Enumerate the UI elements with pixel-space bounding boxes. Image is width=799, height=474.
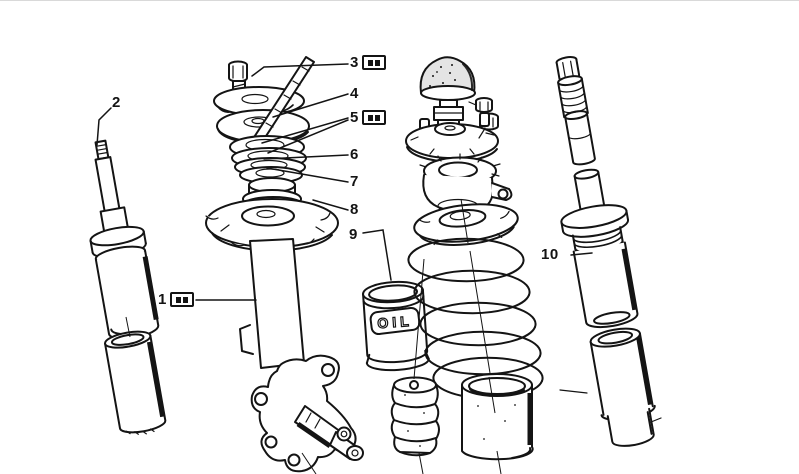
axis-centerlines — [125, 198, 502, 474]
callout-number: 7 — [350, 173, 359, 190]
callout-number: 8 — [350, 201, 359, 218]
spacer-sleeve — [461, 373, 534, 461]
protective-tube-left — [104, 330, 167, 435]
callout-3[interactable]: 3 — [350, 55, 386, 70]
dome-cap — [419, 56, 476, 101]
spring-seat-right — [413, 203, 519, 246]
shock-cartridge-left — [89, 139, 160, 340]
coil-spring — [407, 237, 544, 400]
shock-absorber-right — [555, 56, 639, 329]
oil-can: OIL — [362, 280, 430, 372]
callout-2[interactable]: 2 — [112, 95, 121, 110]
callout-6[interactable]: 6 — [350, 147, 359, 162]
callout-8[interactable]: 8 — [350, 202, 359, 217]
callout-number: 1 — [158, 291, 167, 308]
part-flag-icon — [169, 292, 194, 307]
callout-number: 2 — [112, 94, 121, 111]
callout-number: 9 — [349, 226, 358, 243]
callout-4[interactable]: 4 — [350, 86, 359, 101]
part-flag-icon — [361, 110, 386, 125]
callout-10[interactable]: 10 — [541, 247, 559, 262]
callout-number: 4 — [350, 85, 359, 102]
callout-5[interactable]: 5 — [350, 110, 386, 125]
rubber-washers — [229, 135, 307, 184]
callout-number: 3 — [350, 54, 359, 71]
strut-tube — [239, 238, 305, 369]
mount-bearing-housing — [419, 153, 513, 214]
oil-can-label: OIL — [377, 313, 413, 331]
hub-flange — [250, 354, 364, 473]
bump-stop — [390, 376, 440, 457]
leader-lines — [96, 63, 662, 423]
callout-1[interactable]: 1 — [158, 292, 194, 307]
callout-9[interactable]: 9 — [349, 227, 358, 242]
part-flag-icon — [361, 55, 386, 70]
callout-number: 10 — [541, 246, 559, 263]
shock-lower-tube-right — [589, 327, 656, 447]
callout-number: 5 — [350, 109, 359, 126]
callout-7[interactable]: 7 — [350, 174, 359, 189]
callout-number: 6 — [350, 146, 359, 163]
